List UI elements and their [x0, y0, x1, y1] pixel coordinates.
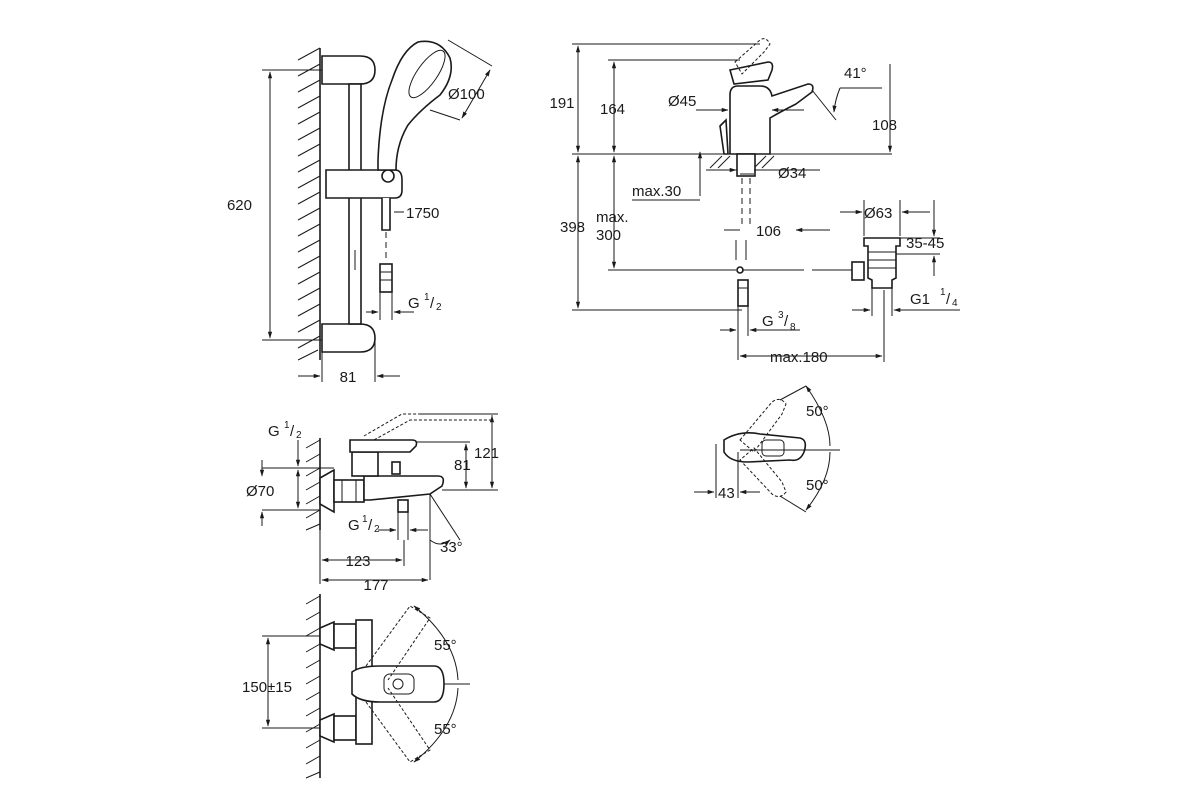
shower-rail: [348, 83, 362, 325]
basin-angle-bottom: 50°: [806, 477, 829, 494]
dim-max-flex: max.: [596, 209, 629, 226]
dim-total-height: 191: [549, 95, 574, 112]
frac-slash: /: [784, 313, 789, 330]
dim-waste-num: 1: [940, 287, 946, 298]
bath-lever: [349, 439, 418, 453]
bath-top-angle-top: 55°: [434, 637, 457, 654]
dim-hose: 1750: [406, 205, 439, 222]
dim-below-height: 398: [560, 219, 585, 236]
bath-rosette: [319, 468, 335, 514]
waste-fitting: [863, 237, 901, 289]
bath-dim-connection-den: 2: [296, 430, 302, 441]
bath-cartridge: [351, 451, 379, 477]
bath-dim-outlet-den: 2: [374, 524, 380, 535]
dim-connection-num: 1: [424, 292, 430, 303]
basin-lever-top: [723, 432, 807, 463]
dim-spout-angle: 41°: [844, 65, 867, 82]
dim-max-flex-value: 300: [596, 227, 621, 244]
bath-dim-123: 123: [345, 553, 370, 570]
basin-top-view: 50° 50° 43: [694, 385, 840, 513]
bath-top-angle-bottom: 55°: [434, 721, 457, 738]
basin-tap-lever: [728, 61, 774, 85]
bath-dim-81: 81: [454, 457, 471, 474]
dim-waste-diameter: Ø63: [864, 205, 892, 222]
top-bracket: [321, 55, 376, 85]
bath-dim-spout-angle: 33°: [440, 539, 463, 556]
bath-dim-outlet-num: 1: [362, 514, 368, 525]
bath-dim-connection-num: 1: [284, 420, 290, 431]
bath-dim-outlet-thread: G: [348, 517, 360, 534]
bath-dim-connection: G: [268, 423, 280, 440]
dim-hole-diameter: Ø34: [778, 165, 806, 182]
basin-angle-top: 50°: [806, 403, 829, 420]
frac-slash: /: [368, 517, 373, 534]
bottom-bracket: [321, 323, 376, 353]
bath-connector-nut: [333, 479, 365, 503]
dim-reach-below: 106: [756, 223, 781, 240]
basin-mixer-view: 191 164 398 max. 300 41° 108: [549, 38, 960, 366]
tap-shank: [736, 153, 756, 177]
dim-waste-range: 35-45: [906, 235, 944, 252]
bath-mixer-side-view: 121 81 G 1 / 2 Ø70 G 1 / 2 33° 123: [246, 413, 499, 594]
dim-supply-thread: G: [762, 313, 774, 330]
bath-dim-177: 177: [363, 577, 388, 594]
bath-body: [363, 475, 445, 501]
dim-height: 620: [227, 197, 252, 214]
dim-connection-den: 2: [436, 302, 442, 313]
frac-slash: /: [430, 295, 435, 312]
dim-spout-height: 164: [600, 101, 625, 118]
wall-hatch: [297, 47, 321, 361]
dim-supply-num: 3: [778, 310, 784, 321]
dim-supply-den: 8: [790, 322, 796, 333]
hose-nut: [379, 263, 393, 293]
dim-max-width: max.180: [770, 349, 828, 366]
pop-up-rod: [719, 118, 729, 155]
shower-set-view: 620 Ø100 1750 G 1 / 2 81: [227, 39, 493, 386]
bath-dim-rosette: Ø70: [246, 483, 274, 500]
bath-outlet: [397, 499, 409, 513]
dim-max-deck: max.30: [632, 183, 681, 200]
shower-hose: [381, 198, 391, 231]
basin-dim-offset: 43: [718, 485, 735, 502]
bath-mixer-top-view: 55° 55° 150±15: [242, 594, 470, 779]
dim-depth: 81: [340, 369, 357, 386]
hand-shower: [377, 40, 453, 171]
frac-slash: /: [290, 423, 295, 440]
dim-waste-den: 4: [952, 298, 958, 309]
bath-top-lever: [351, 665, 445, 703]
bath-top-dim-centres: 150±15: [242, 679, 292, 696]
basin-tap-body: [729, 83, 814, 155]
dim-body-diameter: Ø45: [668, 93, 696, 110]
dim-head-diameter: Ø100: [448, 86, 485, 103]
dim-connection: G: [408, 295, 420, 312]
dim-waste-thread: G1: [910, 291, 930, 308]
frac-slash: /: [946, 291, 951, 308]
bath-dim-121: 121: [474, 445, 499, 462]
dim-reach: 108: [872, 117, 897, 134]
